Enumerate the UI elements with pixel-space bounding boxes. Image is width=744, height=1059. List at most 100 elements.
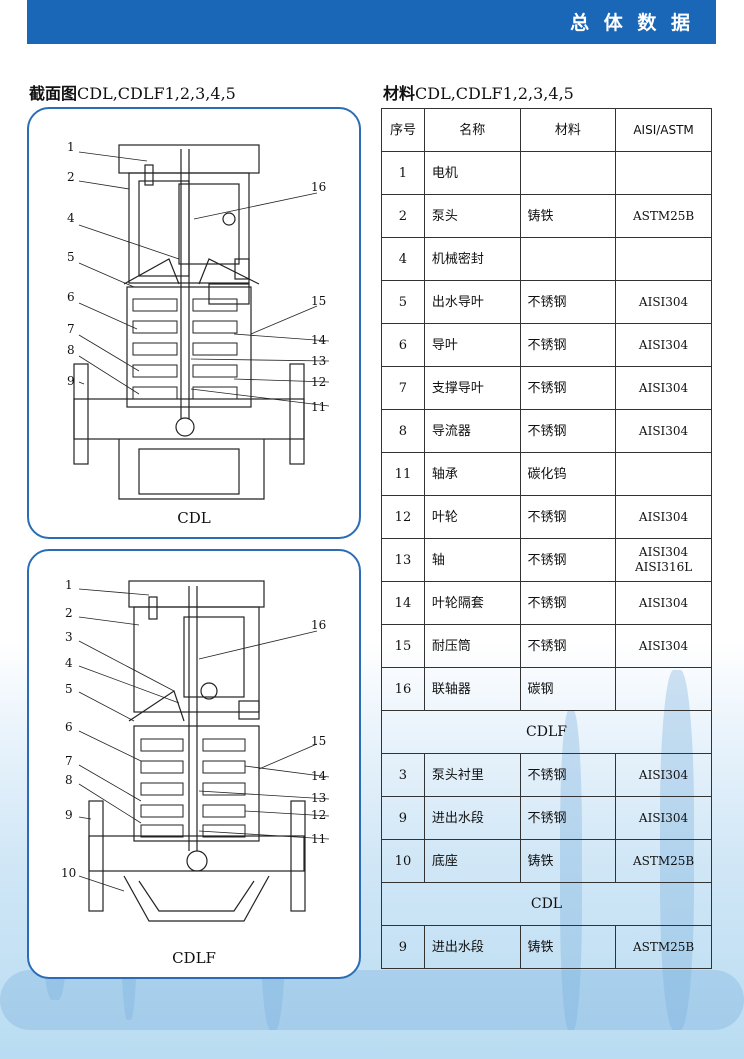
header-no: 序号 — [381, 108, 425, 152]
cell-no: 13 — [381, 538, 425, 582]
callout-12: 12 — [311, 808, 326, 822]
cell-name: 泵头衬里 — [423, 753, 521, 797]
callout-2: 2 — [65, 606, 73, 620]
cell-standard — [615, 667, 712, 711]
section-title-rest: CDL,CDLF1,2,3,4,5 — [415, 84, 574, 103]
cell-standard: AISI304 — [615, 624, 712, 668]
callout-13: 13 — [311, 354, 326, 368]
callout-4: 4 — [65, 656, 73, 670]
cell-name: 机械密封 — [423, 237, 521, 281]
group-label-cdlf: CDLF — [381, 710, 712, 754]
cell-no: 12 — [381, 495, 425, 539]
callout-4: 4 — [67, 211, 75, 225]
callout-9: 9 — [67, 374, 75, 388]
cell-material: 不锈钢 — [519, 538, 617, 582]
callout-11: 11 — [311, 400, 326, 414]
cell-standard: AISI304 — [615, 280, 712, 324]
callout-3: 3 — [65, 630, 73, 644]
cell-standard: AISI304 — [615, 323, 712, 367]
callout-14: 14 — [311, 769, 327, 783]
callout-15: 15 — [311, 734, 326, 748]
cell-no: 7 — [381, 366, 425, 410]
cell-standard-line-1: AISI304 — [638, 545, 689, 559]
cell-standard: AISI304 — [615, 366, 712, 410]
cdlf-cross-section-drawing: 1 2 3 4 5 6 7 8 9 10 16 15 14 13 12 11 — [61, 578, 330, 922]
cell-name: 进出水段 — [423, 796, 521, 840]
diagram-panel-cdl: 1 2 4 5 6 7 8 9 16 15 14 13 12 11 CDL — [27, 107, 361, 539]
cdl-cross-section-drawing: 1 2 4 5 6 7 8 9 16 15 14 13 12 11 — [67, 140, 330, 500]
callout-6: 6 — [67, 290, 75, 304]
cell-no: 3 — [381, 753, 425, 797]
cell-material: 铸铁 — [519, 925, 617, 969]
callout-15: 15 — [311, 294, 326, 308]
cell-material: 碳钢 — [519, 667, 617, 711]
cell-no: 8 — [381, 409, 425, 453]
cell-standard: AISI304 — [615, 753, 712, 797]
header-name: 名称 — [423, 108, 521, 152]
cell-name: 出水导叶 — [423, 280, 521, 324]
cell-no: 9 — [381, 925, 425, 969]
section-title-bold: 截面图 — [29, 84, 78, 103]
group-row-cdl: CDL — [381, 882, 712, 926]
cell-name: 轴 — [423, 538, 521, 582]
callout-7: 7 — [65, 754, 73, 768]
callout-14: 14 — [311, 333, 327, 347]
cell-standard: AISI304 — [615, 796, 712, 840]
cell-name: 叶轮隔套 — [423, 581, 521, 625]
cell-material: 铸铁 — [519, 194, 617, 238]
cell-no: 14 — [381, 581, 425, 625]
cell-standard — [615, 237, 712, 281]
callout-2: 2 — [67, 170, 75, 184]
cell-no: 4 — [381, 237, 425, 281]
header-bar: 总 体 数 据 — [27, 0, 716, 44]
cell-material — [519, 151, 617, 195]
cell-no: 6 — [381, 323, 425, 367]
group-label-cdl: CDL — [381, 882, 712, 926]
table-header-row: 序号 名称 材料 AISI/ASTM — [381, 108, 712, 152]
callout-13: 13 — [311, 791, 326, 805]
cell-material: 不锈钢 — [519, 581, 617, 625]
cell-name: 叶轮 — [423, 495, 521, 539]
header-title: 总 体 数 据 — [570, 12, 694, 34]
callout-12: 12 — [311, 375, 326, 389]
cell-no: 9 — [381, 796, 425, 840]
cell-name: 联轴器 — [423, 667, 521, 711]
section-title-rest: CDL,CDLF1,2,3,4,5 — [77, 84, 236, 103]
cell-name: 轴承 — [423, 452, 521, 496]
cell-material: 不锈钢 — [519, 409, 617, 453]
header-material: 材料 — [519, 108, 617, 152]
callout-10: 10 — [61, 866, 76, 880]
header-standard: AISI/ASTM — [615, 108, 712, 152]
cell-standard: AISI304 — [615, 409, 712, 453]
cell-no: 16 — [381, 667, 425, 711]
cell-material: 不锈钢 — [519, 495, 617, 539]
cell-name: 导叶 — [423, 323, 521, 367]
cell-material: 铸铁 — [519, 839, 617, 883]
cell-name: 导流器 — [423, 409, 521, 453]
cell-no: 5 — [381, 280, 425, 324]
cell-material: 不锈钢 — [519, 624, 617, 668]
cell-standard — [615, 151, 712, 195]
callout-5: 5 — [67, 250, 75, 264]
callout-16: 16 — [311, 180, 326, 194]
cell-standard: ASTM25B — [615, 925, 712, 969]
cell-no: 10 — [381, 839, 425, 883]
callout-5: 5 — [65, 682, 73, 696]
cell-name: 耐压筒 — [423, 624, 521, 668]
